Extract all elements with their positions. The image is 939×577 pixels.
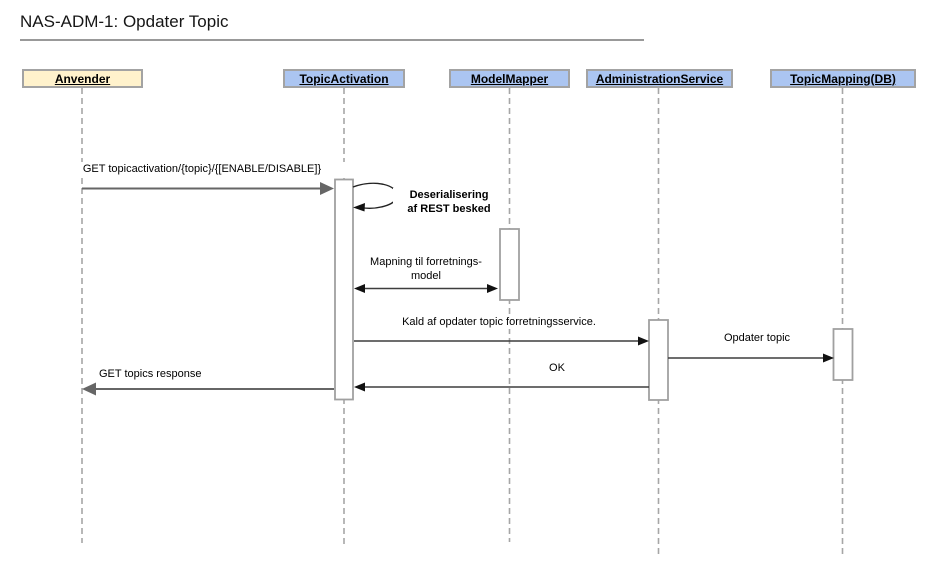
arrow-kald-forretningsservice (354, 336, 649, 346)
message-label-get-topics-response: GET topics response (99, 367, 259, 381)
arrow-ok-response (354, 382, 649, 392)
message-label-mapning: Mapning til forretnings- model (366, 255, 486, 283)
arrow-mapning-bidirectional (354, 284, 498, 293)
message-label-get-topicactivation: GET topicactivation/{topic}/{[ENABLE/DIS… (52, 162, 352, 176)
participant-anvender: Anvender (22, 69, 143, 88)
activation-administrationservice (648, 319, 669, 401)
title-underline (20, 39, 644, 41)
activation-topicmapping-db (832, 328, 854, 381)
message-label-opdater-topic: Opdater topic (697, 331, 817, 345)
participant-administrationservice-label: AdministrationService (595, 71, 724, 86)
participant-modelmapper-label: ModelMapper (470, 71, 549, 86)
participant-modelmapper: ModelMapper (449, 69, 570, 88)
participant-anvender-label: Anvender (54, 71, 111, 86)
participant-topicmapping-db: TopicMapping(DB) (770, 69, 916, 88)
message-label-ok: OK (527, 361, 587, 375)
message-label-kald-forretningsservice: Kald af opdater topic forretningsservice… (379, 315, 619, 329)
participant-administrationservice: AdministrationService (586, 69, 733, 88)
participant-topicmapping-db-label: TopicMapping(DB) (790, 71, 896, 86)
activation-topicactivation (334, 178, 354, 401)
participant-topicactivation: TopicActivation (283, 69, 405, 88)
message-label-deserialisering: Deserialisering af REST besked (393, 188, 505, 216)
diagram-title: NAS-ADM-1: Opdater Topic (20, 12, 229, 31)
activation-bars (334, 178, 854, 401)
arrow-opdater-topic (668, 353, 834, 363)
arrow-get-topicactivation (82, 182, 334, 195)
participant-topicactivation-label: TopicActivation (299, 71, 389, 86)
activation-modelmapper (499, 228, 520, 301)
arrow-self-loop-deserialisering (352, 182, 398, 212)
arrow-get-topics-response (82, 382, 334, 396)
